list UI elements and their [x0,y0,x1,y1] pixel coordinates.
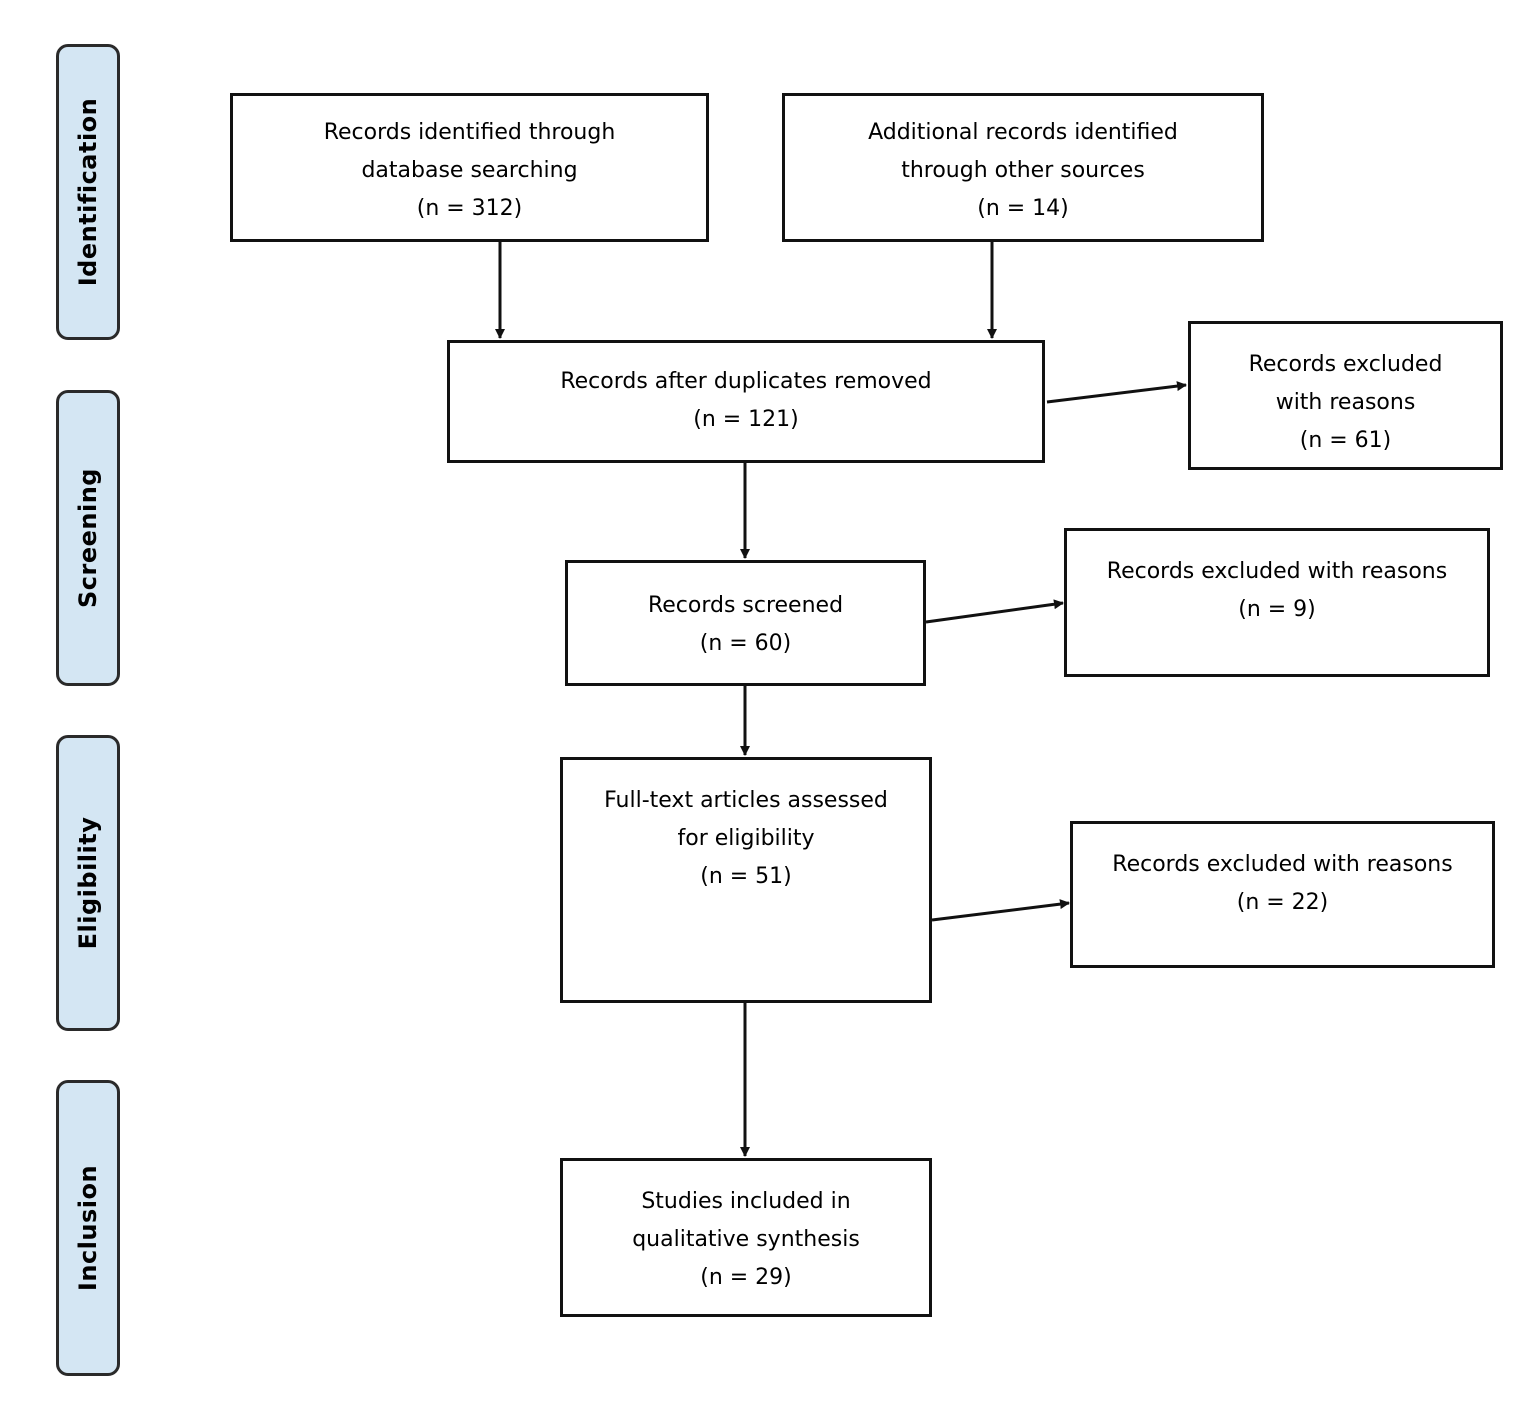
box-studies-included: Studies included in qualitative synthesi… [560,1158,932,1317]
box-full-text-count: (n = 51) [700,864,792,889]
box-other-sources-count: (n = 14) [977,196,1069,221]
box-other-sources: Additional records identified through ot… [782,93,1264,242]
box-included-count: (n = 29) [700,1265,792,1290]
box-records-screened: Records screened (n = 60) [565,560,926,686]
box-after-duplicates-count: (n = 121) [693,407,799,432]
box-full-text-assessed: Full-text articles assessed for eligibil… [560,757,932,1003]
arrow-screened-to-excluded [925,599,1064,624]
box-database-search-line2: database searching [361,158,578,183]
box-database-search-count: (n = 312) [416,196,523,221]
box-excluded-duplicates-line1: Records excluded [1248,352,1443,377]
box-excluded-duplicates-line2: with reasons [1275,390,1416,415]
arrow-fulltext-to-excluded [931,899,1070,922]
box-other-sources-line2: through other sources [901,158,1145,183]
box-excluded-screening-line1: Records excluded with reasons [1106,559,1448,584]
box-excluded-screening: Records excluded with reasons (n = 9) [1064,528,1490,677]
box-excluded-duplicates: Records excluded with reasons (n = 61) [1188,321,1503,470]
phase-eligibility: Eligibility [56,735,120,1031]
box-excluded-full-text-line1: Records excluded with reasons [1112,852,1453,877]
box-records-screened-line1: Records screened [647,593,844,618]
box-excluded-full-text-count: (n = 22) [1236,890,1329,915]
arrow-duplicates-to-excluded [1046,381,1187,404]
box-included-line2: qualitative synthesis [632,1227,860,1252]
box-after-duplicates-line1: Records after duplicates removed [560,369,932,394]
box-excluded-screening-count: (n = 9) [1238,597,1316,622]
box-excluded-full-text: Records excluded with reasons (n = 22) [1070,821,1495,968]
box-records-screened-count: (n = 60) [699,631,792,656]
box-database-search-line1: Records identified through [323,120,616,145]
box-after-duplicates: Records after duplicates removed (n = 12… [447,340,1045,463]
box-full-text-line1: Full-text articles assessed [604,788,888,813]
box-full-text-line2: for eligibility [677,826,815,851]
box-included-line1: Studies included in [641,1189,851,1214]
phase-identification: Identification [56,44,120,340]
box-other-sources-line1: Additional records identified [868,120,1178,145]
box-database-search: Records identified through database sear… [230,93,709,242]
phase-screening: Screening [56,390,120,686]
box-excluded-duplicates-count: (n = 61) [1299,428,1392,453]
phase-inclusion: Inclusion [56,1080,120,1376]
